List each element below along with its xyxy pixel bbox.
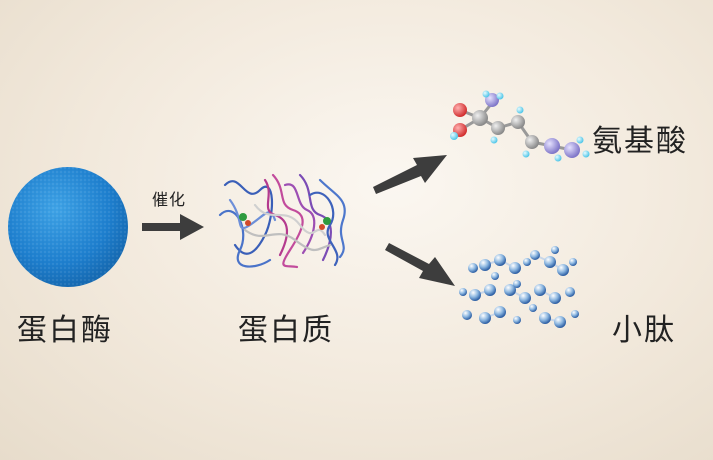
- protein-structure-icon: [218, 173, 346, 269]
- down-right-arrow-icon: [385, 243, 455, 286]
- catalyze-label: 催化: [152, 190, 187, 209]
- right-arrow-icon: [142, 214, 204, 240]
- amino-acid-label: 氨基酸: [592, 124, 688, 159]
- peptide-label: 小肽: [612, 313, 676, 348]
- enzyme-label: 蛋白酶: [17, 313, 113, 348]
- enzyme-sphere-icon: [8, 167, 128, 287]
- up-right-arrow-icon: [373, 155, 447, 194]
- protein-label: 蛋白质: [238, 313, 334, 348]
- amino-acid-molecule-icon: [450, 90, 590, 162]
- peptide-cluster-icon: [459, 246, 579, 328]
